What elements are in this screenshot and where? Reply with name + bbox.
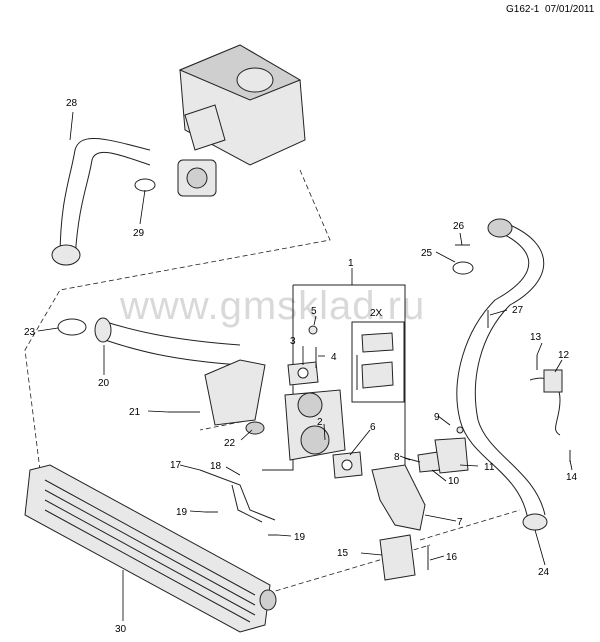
hose-clamp-25 — [452, 261, 474, 275]
vacuum-line-17 — [199, 469, 276, 523]
charge-air-hose-24 — [456, 218, 548, 531]
bolt-9 — [456, 426, 464, 434]
callout-19b: 19 — [294, 532, 306, 543]
diagram-code: G162-1 — [506, 4, 540, 15]
callout-25: 25 — [421, 248, 433, 259]
hose-clamp-23 — [57, 318, 87, 336]
callout-30: 30 — [115, 624, 127, 635]
callout-4a: 4 — [331, 352, 337, 363]
callout-14: 14 — [566, 472, 578, 483]
callout-26: 26 — [453, 221, 465, 232]
callout-23: 23 — [24, 327, 36, 338]
throttle-valve-2 — [284, 389, 346, 461]
inset-2x — [351, 321, 405, 403]
callout-22: 22 — [224, 438, 236, 449]
plate-10 — [417, 451, 441, 473]
callout-6: 6 — [370, 422, 376, 433]
bracket-7 — [371, 464, 426, 531]
callout-7: 7 — [457, 517, 463, 528]
callout-12: 12 — [558, 350, 570, 361]
gasket-3 — [287, 361, 319, 386]
callout-18: 18 — [210, 461, 222, 472]
charge-air-pipe-22 — [204, 359, 266, 435]
callout-28: 28 — [66, 98, 78, 109]
hose-clamp-29 — [134, 178, 156, 192]
bracket-11 — [434, 437, 469, 474]
callout-3: 3 — [290, 336, 296, 347]
leader-lines — [37, 111, 573, 621]
charge-air-hose-20 — [94, 317, 241, 366]
callout-27: 27 — [512, 305, 524, 316]
air-cleaner-housing — [178, 44, 306, 166]
callout-20: 20 — [98, 378, 110, 389]
callout-13: 13 — [530, 332, 542, 343]
callout-24: 24 — [538, 567, 550, 578]
throttle-body — [177, 159, 217, 197]
sensor-12 — [529, 369, 563, 436]
bracket-15 — [379, 534, 416, 581]
gasket-6 — [332, 451, 363, 479]
callout-9: 9 — [434, 412, 440, 423]
diagram-date: 07/01/2011 — [545, 4, 595, 15]
air-intake-hose-28 — [51, 137, 151, 266]
callout-labels: 1 2 3 4 5 6 7 8 9 10 11 12 13 14 15 16 1… — [24, 98, 578, 635]
callout-17: 17 — [170, 460, 182, 471]
callout-15: 15 — [337, 548, 349, 559]
callout-8: 8 — [394, 452, 400, 463]
intercooler-30 — [24, 464, 277, 633]
inset-2x-label: 2X — [370, 308, 383, 319]
callout-1: 1 — [348, 258, 354, 269]
callout-29: 29 — [133, 228, 145, 239]
callout-19a: 19 — [176, 507, 188, 518]
callout-21: 21 — [129, 407, 141, 418]
group-box — [262, 284, 406, 520]
callout-16: 16 — [446, 552, 458, 563]
callout-11: 11 — [484, 462, 495, 473]
watermark: www.gmsklad.ru — [120, 284, 426, 328]
callout-2: 2 — [317, 417, 323, 428]
nut-5 — [308, 325, 318, 335]
callout-5: 5 — [311, 306, 317, 317]
callout-10: 10 — [448, 476, 460, 487]
